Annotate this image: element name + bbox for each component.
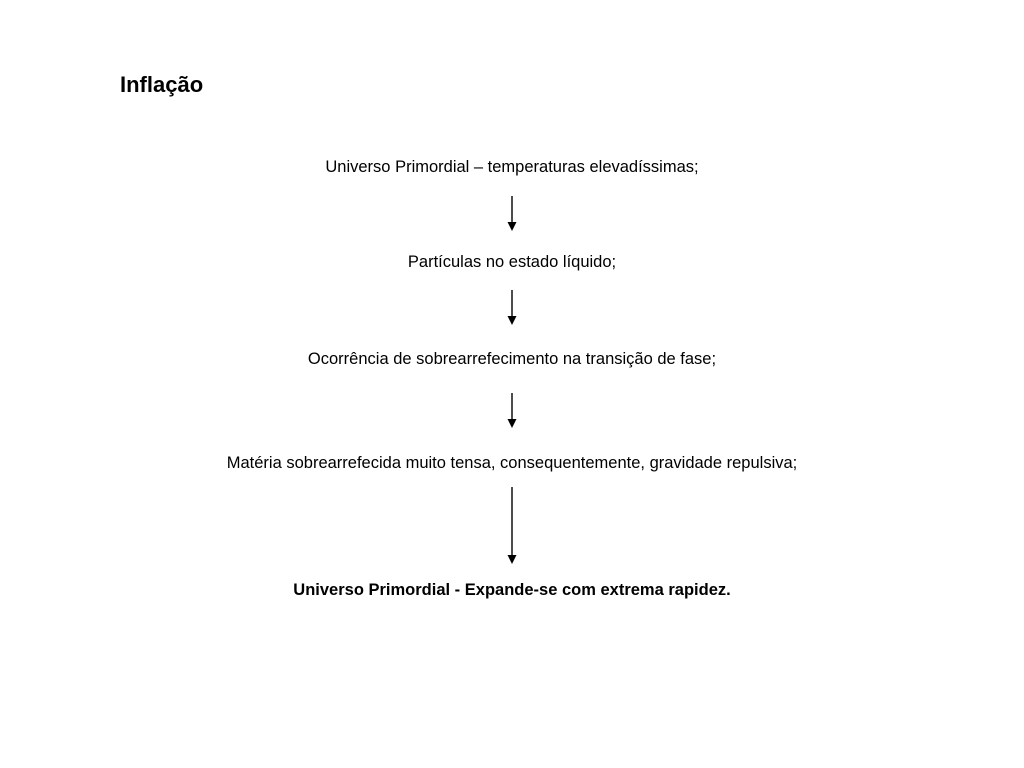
flow-step-4: Matéria sobrearrefecida muito tensa, con… [226,454,798,472]
down-arrow-icon [506,196,518,232]
flow-step-2: Partículas no estado líquido; [407,253,617,271]
flow-step-3: Ocorrência de sobrearrefecimento na tran… [307,350,717,368]
flow-step-1: Universo Primordial – temperaturas eleva… [325,158,699,176]
down-arrow-icon [506,487,518,565]
down-arrow-icon [506,290,518,326]
down-arrow-icon [506,393,518,429]
flow-step-5-conclusion: Universo Primordial - Expande-se com ext… [293,581,731,599]
slide-title: Inflação [120,72,204,97]
